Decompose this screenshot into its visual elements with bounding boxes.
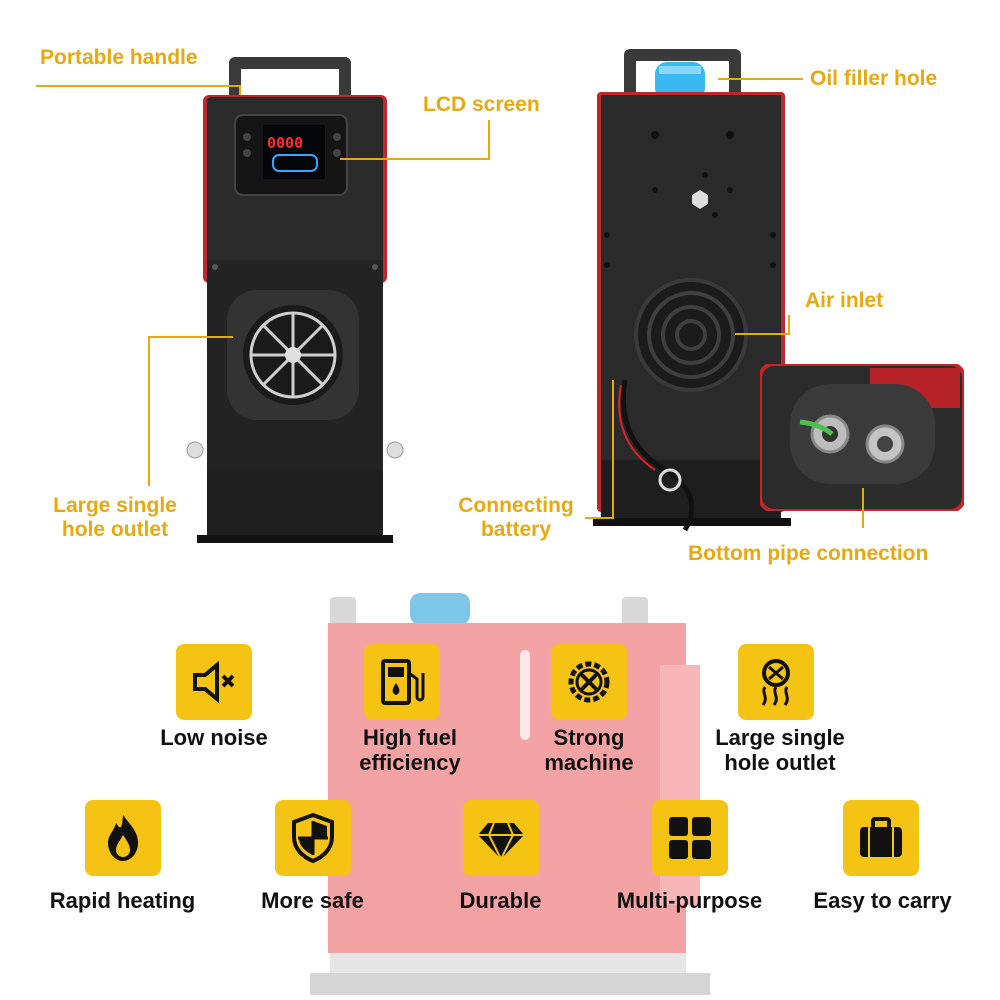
feature-large-single-hole-outlet-label: Large single hole outlet: [715, 725, 845, 775]
callout-oil-filler-hole: Oil filler hole: [810, 67, 938, 90]
callout-air-inlet: Air inlet: [805, 289, 884, 312]
diamond-icon: [463, 800, 539, 876]
callout-bottom-pipe-connection: Bottom pipe connection: [688, 542, 929, 565]
suitcase-icon: [843, 800, 919, 876]
feature-easy-to-carry-label: Easy to carry: [813, 888, 952, 913]
feature-high-fuel-efficiency-label: High fuel efficiency: [359, 725, 461, 775]
feature-low-noise-label: Low noise: [160, 725, 268, 750]
lcd-digits: 0000: [267, 134, 303, 152]
feature-rapid-heating-label: Rapid heating: [49, 888, 196, 913]
feature-more-safe-label: More safe: [261, 888, 364, 913]
feature-durable-label: Durable: [459, 888, 542, 913]
callout-connecting-battery: Connecting battery: [458, 494, 574, 541]
gear-tools-icon: [551, 644, 627, 720]
callout-large-single-hole-outlet: Large single hole outlet: [53, 494, 177, 541]
feature-multi-purpose-label: Multi-purpose: [616, 888, 763, 913]
callout-portable-handle: Portable handle: [40, 46, 198, 69]
pipe-connection-inset: [760, 364, 964, 511]
shield-icon: [275, 800, 351, 876]
speaker-mute-icon: [176, 644, 252, 720]
callout-lcd-screen: LCD screen: [423, 93, 540, 116]
heat-outlet-icon: [738, 644, 814, 720]
back-heater-image: [593, 49, 791, 532]
front-heater-image: 0000: [186, 57, 404, 543]
background-heater-image: [310, 593, 710, 995]
feature-strong-machine-label: Strong machine: [544, 725, 634, 775]
fuel-pump-icon: [364, 644, 440, 720]
flame-icon: [85, 800, 161, 876]
grid-icon: [652, 800, 728, 876]
